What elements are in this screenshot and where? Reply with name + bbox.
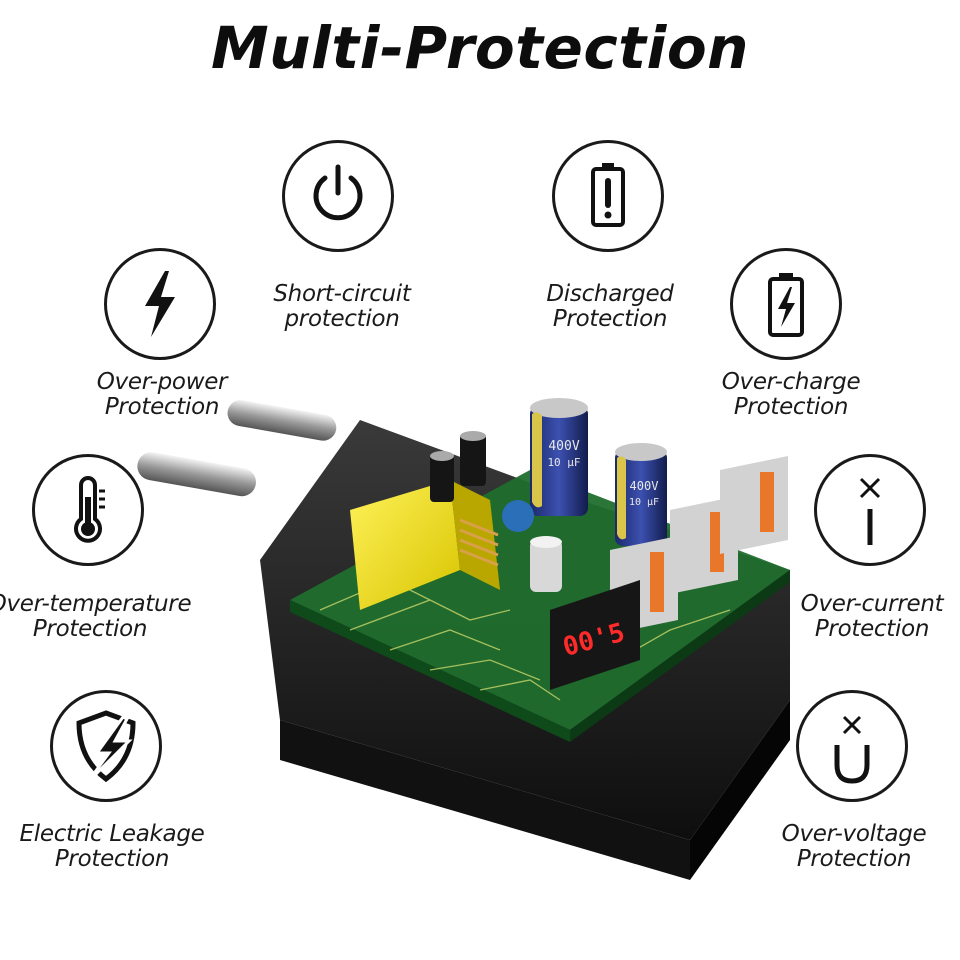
led-display: 00'5	[550, 580, 640, 690]
svg-text:400V: 400V	[630, 479, 659, 493]
page-title: Multi-Protection	[211, 14, 749, 82]
small-capacitors	[430, 431, 562, 592]
svg-text:400V: 400V	[548, 439, 579, 454]
capacitor-second: 400V 10 µF	[615, 443, 667, 546]
svg-text:10 µF: 10 µF	[629, 497, 659, 508]
voltage-icon	[796, 690, 908, 802]
charger-illustration: 400V 10 µF 400V 10 µF 00'	[137, 398, 790, 880]
current-icon	[814, 454, 926, 566]
battery-charging-icon	[730, 248, 842, 360]
svg-text:10 µF: 10 µF	[547, 456, 580, 469]
transformer	[350, 480, 500, 610]
thermometer-icon	[32, 454, 144, 566]
battery-alert-icon	[552, 140, 664, 252]
capacitor-large: 400V 10 µF	[530, 398, 588, 516]
plug-pins	[137, 400, 337, 497]
power-icon	[282, 140, 394, 252]
lightning-icon	[104, 248, 216, 360]
shield-lightning-icon	[50, 690, 162, 802]
